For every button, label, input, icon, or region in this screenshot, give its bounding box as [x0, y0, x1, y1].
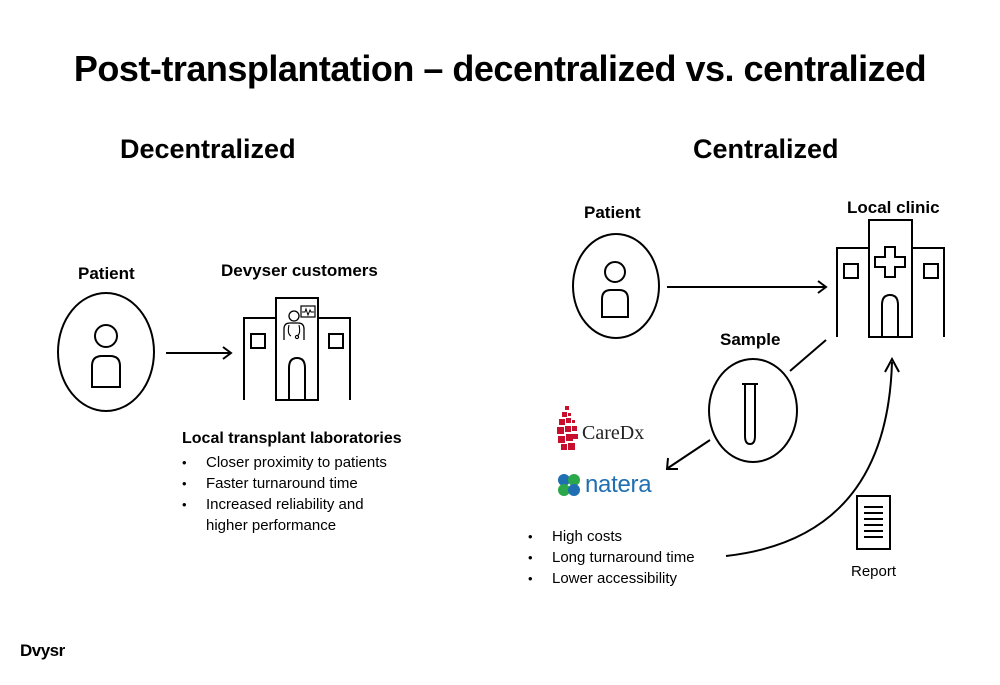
caredx-logo: CareDx	[556, 404, 656, 456]
labs-heading: Local transplant laboratories	[182, 430, 402, 447]
centralized-patient-circle	[572, 233, 660, 339]
test-tube-icon	[742, 383, 758, 446]
centralized-patient-label: Patient	[584, 203, 641, 222]
caredx-logo-text: CareDx	[582, 422, 645, 444]
decentralized-patient-label: Patient	[78, 264, 135, 283]
page-title: Post-transplantation – decentralized vs.…	[73, 48, 927, 89]
person-icon	[91, 324, 121, 388]
report-icon	[856, 495, 891, 550]
decentralized-heading: Decentralized	[120, 134, 296, 164]
local-clinic-label: Local clinic	[847, 198, 940, 217]
list-item-continuation: higher performance	[206, 517, 337, 534]
report-label: Report	[851, 563, 897, 580]
list-item: High costs	[528, 526, 728, 547]
centralized-heading: Centralized	[693, 134, 839, 164]
natera-logo: natera	[557, 471, 667, 503]
list-item: Closer proximity to patients	[182, 452, 422, 473]
devyser-customers-label: Devyser customers	[221, 261, 378, 280]
decentralized-arrow	[166, 346, 233, 360]
decentralized-patient-circle	[57, 292, 155, 412]
list-item: Lower accessibility	[528, 568, 728, 589]
sample-circle	[708, 358, 798, 463]
list-item: Faster turnaround time	[182, 473, 422, 494]
decentralized-bullets: Closer proximity to patients Faster turn…	[182, 452, 422, 515]
patient-to-clinic-arrow	[667, 280, 828, 294]
sample-label: Sample	[720, 330, 781, 349]
list-item: Increased reliability and	[182, 494, 422, 515]
hospital-icon	[836, 219, 945, 338]
centralized-bullets: High costs Long turnaround time Lower ac…	[528, 526, 728, 589]
sample-to-labs-arrow	[665, 439, 711, 470]
caredx-logo-icon	[557, 406, 578, 450]
doctor-icon	[283, 305, 316, 340]
hospital-icon	[243, 297, 351, 401]
natera-logo-icon	[558, 474, 580, 496]
person-icon	[601, 261, 629, 318]
clinic-sample-connector	[789, 339, 827, 372]
brand-logo: Dvysr	[20, 641, 65, 660]
results-to-clinic-arrow	[725, 356, 900, 557]
natera-logo-text: natera	[585, 471, 652, 498]
list-item: Long turnaround time	[528, 547, 728, 568]
